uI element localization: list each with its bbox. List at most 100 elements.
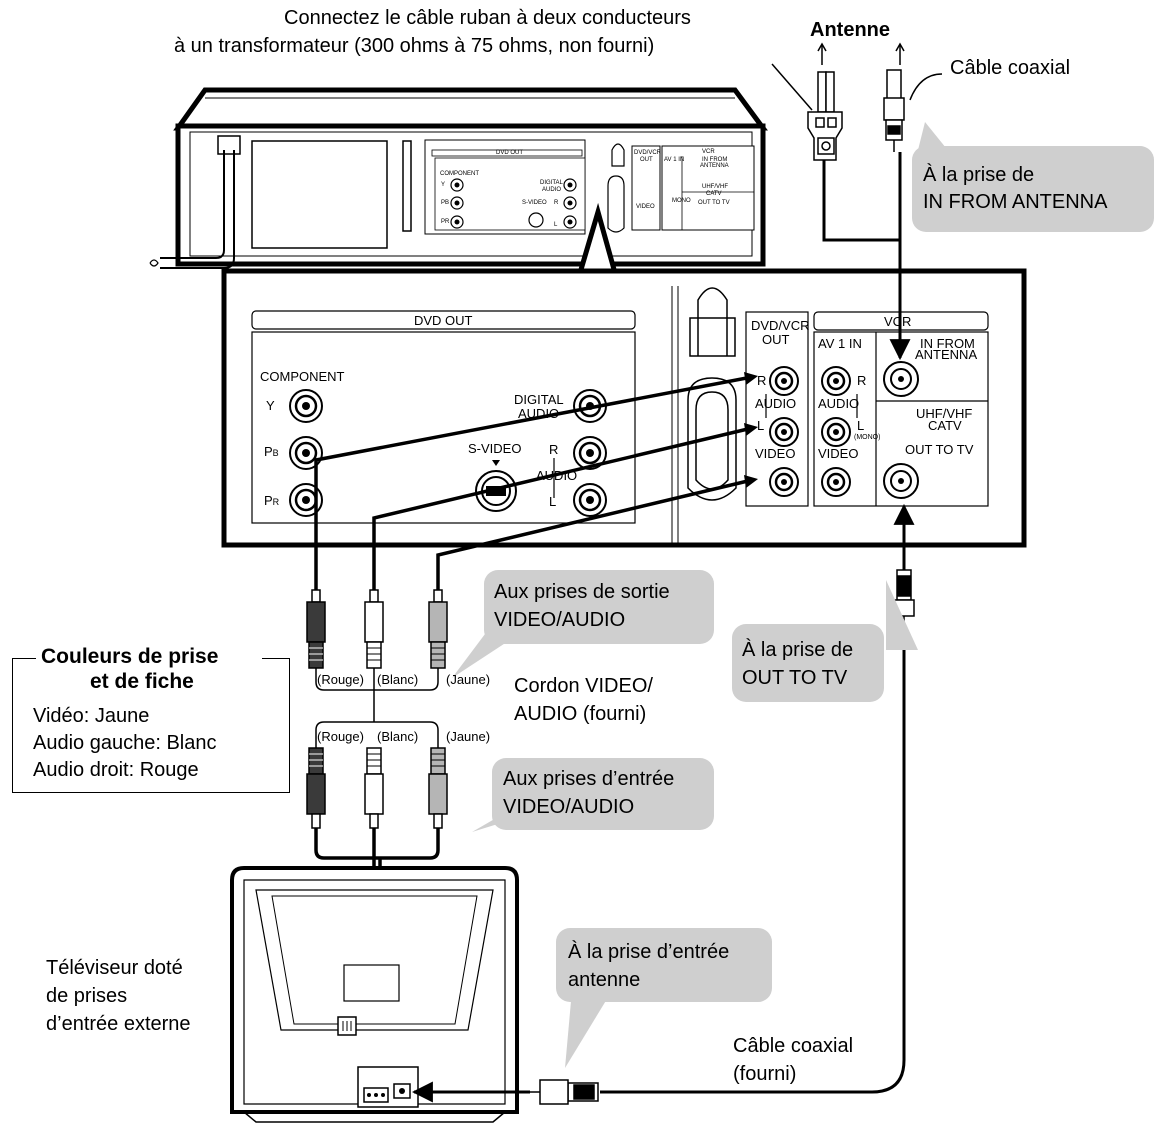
tv-label-line1: Téléviseur doté [46, 957, 183, 979]
legend-title-line1: Couleurs de prise [41, 645, 219, 668]
mini-l: L [554, 222, 558, 228]
plug-color-legend [12, 658, 290, 793]
mini-pb: PB [441, 200, 450, 206]
mini-dvd-out: DVD OUT [496, 150, 523, 156]
panel-analog-audio: AUDIO [536, 468, 578, 483]
mini-svideo: S-VIDEO [522, 200, 547, 206]
bubble-output-jacks-line1: Aux prises de sortie [494, 581, 670, 603]
mini-video: VIDEO [636, 204, 655, 210]
mini-dvdvcr: DVD/VCR [634, 150, 662, 156]
bubble-input-jacks-line1: Aux prises d’entrée [503, 768, 675, 790]
panel-out-video: VIDEO [755, 446, 796, 461]
dvd-out-header-box [251, 310, 636, 330]
panel-in-from: IN FROM [920, 336, 975, 351]
mini-digital: DIGITAL [540, 180, 563, 186]
mini-door [607, 143, 625, 233]
panel-out: OUT [762, 332, 790, 347]
tv-label-line3: d’entrée externe [46, 1013, 191, 1035]
vent-panel [251, 140, 388, 249]
panel-antenna: ANTENNA [915, 347, 978, 362]
zoom-callout [577, 202, 618, 274]
mini-audio: AUDIO [542, 187, 562, 193]
plug-white-lower: (Blanc) [377, 729, 419, 744]
legend-audio-right: Audio droit: Rouge [33, 759, 199, 781]
power-cord [149, 135, 241, 269]
mini-uhfvhf: UHF/VHF [702, 184, 728, 190]
panel-catv: CATV [928, 418, 962, 433]
panel-out-audio: AUDIO [755, 396, 797, 411]
mini-vcr: VCR [702, 149, 715, 155]
panel-pr: PR [264, 493, 280, 508]
coax-plug-top [883, 69, 905, 152]
bubble-out-to-tv-line1: À la prise de [742, 639, 854, 661]
coax-bottom-line2: (fourni) [733, 1063, 797, 1085]
panel-out-l: L [757, 418, 765, 433]
coax-plug-mid [893, 569, 915, 630]
coax-cable-top-label: Câble coaxial [950, 57, 1071, 79]
panel-dvdvcr: DVD/VCR [751, 318, 810, 333]
mini-in-from: IN FROM [702, 157, 728, 163]
panel-out-r: R [757, 373, 767, 388]
legend-audio-left: Audio gauche: Blanc [33, 732, 217, 754]
bubble-tv-antenna-line2: antenne [568, 969, 641, 991]
bubble-tv-antenna-line1: À la prise d’entrée [568, 941, 730, 963]
mini-y: Y [441, 182, 446, 188]
plug-yellow-upper: (Jaune) [446, 672, 491, 687]
panel-vcr: VCR [884, 314, 912, 329]
upper-plugs [306, 589, 448, 669]
bubble-in-from-antenna-line1: À la prise de [923, 164, 1035, 186]
plug-white-upper: (Blanc) [377, 672, 419, 687]
bubble-out-to-tv [732, 624, 884, 702]
mini-mono: MONO [672, 198, 691, 204]
panel-out-to-tv: OUT TO TV [905, 442, 974, 457]
panel-av1in: AV 1 IN [818, 336, 862, 351]
mini-r: R [554, 200, 559, 206]
bubble-in-from-antenna-line2: IN FROM ANTENNA [923, 191, 1108, 213]
panel-dvd-out: DVD OUT [414, 313, 473, 328]
panel-digital: DIGITAL [514, 392, 564, 407]
panel-in-l: L [857, 418, 865, 433]
cord-label-line1: Cordon VIDEO/ [514, 675, 653, 697]
bubble-input-jacks [492, 758, 714, 830]
av-cables [314, 375, 753, 590]
coax-plug-bottom [530, 1079, 599, 1105]
panel-door [687, 287, 737, 501]
panel-mono: (MONO) [854, 434, 881, 441]
mini-out: OUT [640, 157, 653, 163]
plug-red-lower: (Rouge) [317, 729, 364, 744]
mini-catv: CATV [706, 191, 722, 197]
panel-component: COMPONENT [260, 369, 345, 384]
panel-in-audio: AUDIO [818, 396, 860, 411]
bubble-in-from-antenna [912, 146, 1154, 232]
bubble-out-to-tv-line2: OUT TO TV [742, 667, 848, 689]
panel-svideo: S-VIDEO [468, 441, 522, 456]
plug-red-upper: (Rouge) [317, 672, 364, 687]
panel-jacks [289, 361, 919, 517]
ribbon-note-line1: Connectez le câble ruban à deux conducte… [284, 7, 691, 29]
tv-label-line2: de prises [46, 985, 128, 1007]
mini-pr: PR [441, 219, 450, 225]
mini-component: COMPONENT [440, 171, 479, 177]
antenna-label: Antenne [810, 19, 890, 41]
bubble-input-jacks-line2: VIDEO/AUDIO [503, 796, 635, 818]
panel-digital-audio: AUDIO [518, 406, 560, 421]
panel-y: Y [266, 398, 275, 413]
bubble-tv-antenna [556, 928, 772, 1002]
coax-bottom-line1: Câble coaxial [733, 1035, 854, 1057]
panel-in-r: R [857, 373, 867, 388]
ribbon-note-line2: à un transformateur (300 ohms à 75 ohms,… [174, 35, 655, 57]
panel-r: R [549, 442, 559, 457]
plug-yellow-lower: (Jaune) [446, 729, 491, 744]
panel-pb: PB [264, 444, 279, 459]
legend-title-line2: et de fiche [90, 670, 194, 693]
panel-in-video: VIDEO [818, 446, 859, 461]
television [230, 866, 519, 1123]
bubble-output-jacks-line2: VIDEO/AUDIO [494, 609, 626, 631]
lower-plugs [306, 747, 448, 829]
panel-l: L [549, 494, 557, 509]
bubble-output-jacks [484, 570, 714, 644]
antenna-transformer [807, 71, 843, 161]
mini-out-to-tv: OUT TO TV [698, 200, 730, 206]
